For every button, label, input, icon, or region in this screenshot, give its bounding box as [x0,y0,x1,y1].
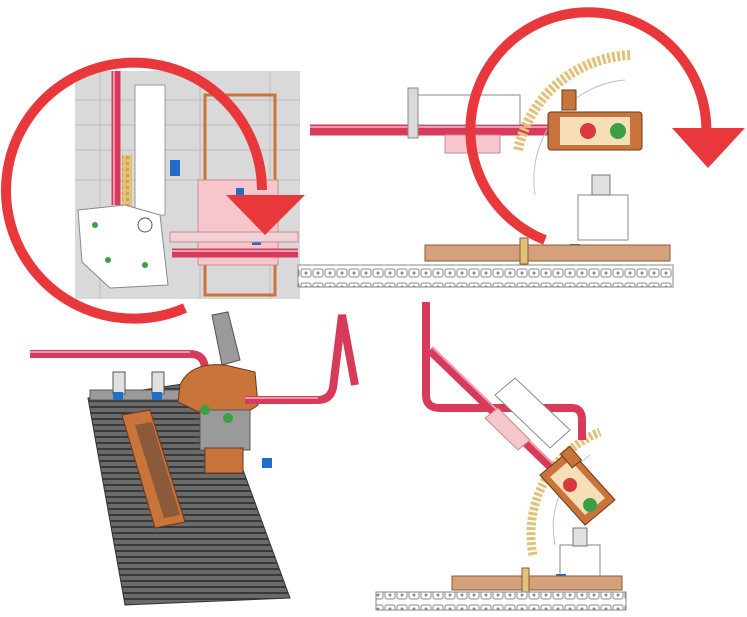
side-horizontal-rotation-arrow [465,7,712,245]
tilted-vertical-tube [422,302,586,440]
isometric-blue-1 [113,392,123,400]
isometric-bracket-2 [151,371,165,395]
closeup-blue-part [170,160,180,176]
tilted-pink-bracket [484,407,531,451]
side-horizontal-cylinder-end [407,87,419,139]
side-horizontal-green-ball [610,123,626,139]
side-horizontal-gear-arc [513,50,633,152]
closeup-green-dot-3 [142,262,148,268]
closeup-green-dot-2 [105,257,111,263]
closeup-green-dot-1 [92,222,98,228]
isometric-bracket-1 [112,371,126,395]
tilted-rail-post [521,567,530,593]
isometric-blue-3 [262,458,272,468]
tilted-rail [451,575,623,591]
isometric-blue-2 [152,392,162,400]
side-horizontal-cylinder [409,94,521,126]
side-horizontal-lower-box [577,194,629,241]
closeup-vertical-bar [134,84,166,216]
isometric-green-2 [223,413,233,423]
closeup-rotation-arrow [1,57,267,324]
isometric-rail-track [135,422,180,518]
side-horizontal-top-knob [561,89,577,111]
side-horizontal-red-ball [580,123,596,139]
closeup-view [1,57,305,324]
side-horizontal-rail-post [519,237,529,265]
isometric-zigzag-tube [245,314,359,404]
tilted-red-ball [563,478,577,492]
isometric-upper-arm [211,311,241,366]
side-horizontal-chain [297,264,674,288]
tilted-cylinder [494,377,571,449]
side-view-tilted [375,302,627,611]
tilted-gear-arc [526,427,602,556]
tilted-green-ball [583,498,597,512]
isometric-copper-block [204,447,244,474]
side-horizontal-rail [424,244,671,262]
tilted-top-knob [559,445,583,469]
side-view-horizontal [297,7,745,288]
isometric-view [30,311,359,606]
side-horizontal-rotation-arrowhead [672,128,745,168]
closeup-blue-part-3 [236,188,244,198]
closeup-pivot [137,217,153,233]
tilted-lower-knob [572,527,588,547]
closeup-rotation-arrowhead [226,195,305,235]
isometric-green-1 [200,405,210,415]
side-horizontal-lower-knob [591,174,611,196]
isometric-slat-base [87,379,291,606]
tilted-chain [375,591,627,611]
closeup-horizontal-rail [169,231,299,243]
